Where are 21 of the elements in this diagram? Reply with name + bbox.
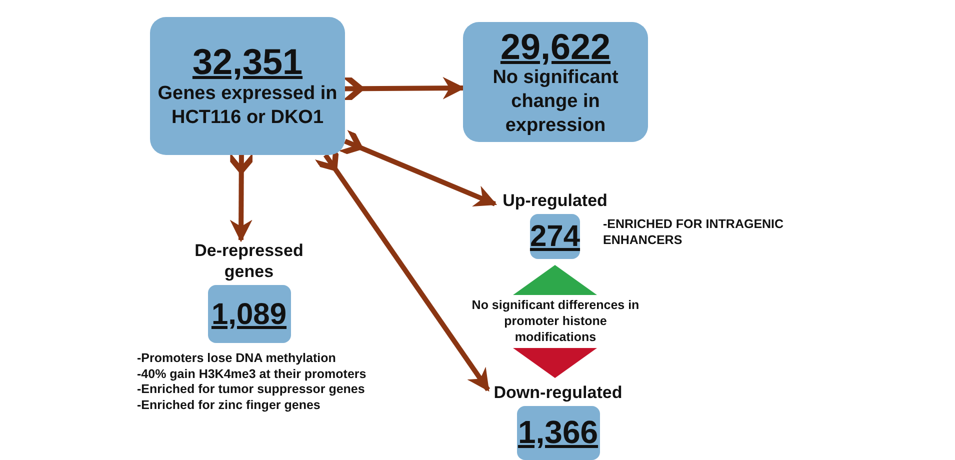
process-box <box>463 22 648 142</box>
arrow <box>230 152 253 242</box>
gene-count: 32,351 <box>192 42 303 82</box>
note-text: -Enriched for zinc finger genes <box>137 398 322 413</box>
note-text: -Promoters lose DNA methylation <box>137 351 337 366</box>
count-box: 1,366 <box>516 406 600 460</box>
arrow <box>338 130 498 207</box>
note-text: -Enriched for tumor suppressor genes <box>137 382 366 398</box>
group-heading: De-repressed genes <box>194 240 304 282</box>
count-box: 274 <box>530 214 580 259</box>
box-text: No significant change in expression <box>492 66 620 138</box>
note-text: -40% gain H3K4me3 at their promoters <box>137 366 368 382</box>
note-text: -ENRICHED FOR INTRAGENIC ENHANCERS <box>603 217 785 248</box>
count-box: 1,089 <box>208 285 290 343</box>
arrow <box>342 76 466 100</box>
comparison-note: No significant differences in promoter histone modifications <box>470 297 640 345</box>
gene-count: 29,622 <box>500 26 611 66</box>
process-box <box>150 17 345 155</box>
box-text: Genes expressed in HCT116 or DKO1 <box>156 82 338 130</box>
group-heading: Up-regulated <box>502 190 608 211</box>
group-heading: Down-regulated <box>494 382 622 403</box>
